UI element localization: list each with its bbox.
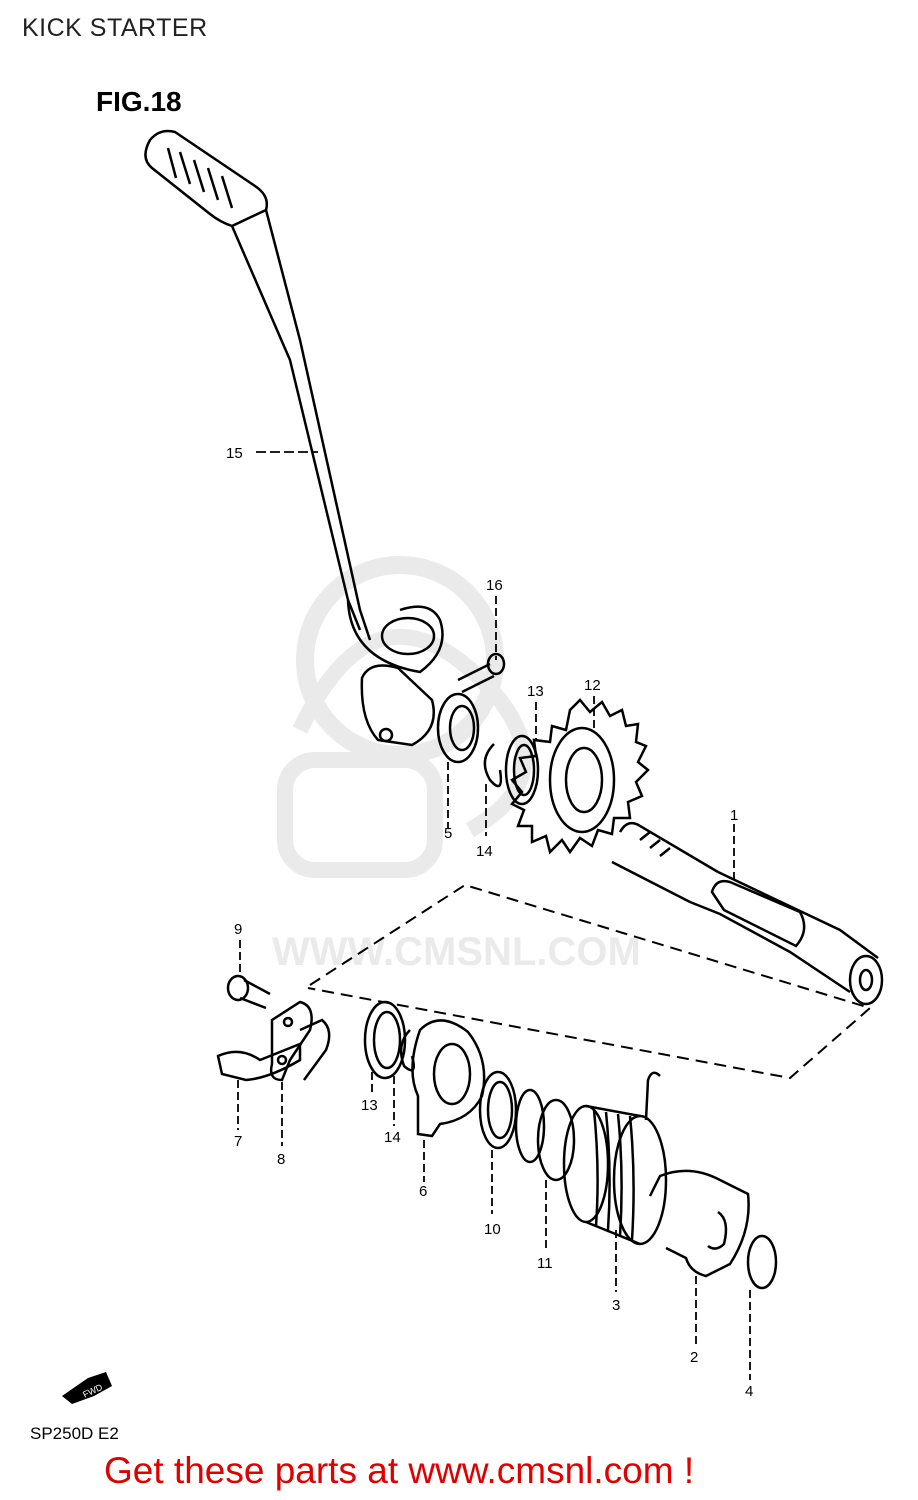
callout-1: 1 (730, 807, 738, 824)
callout-12: 12 (584, 677, 601, 694)
callouts: 15 16 13 12 1 5 14 9 7 8 13 14 6 10 11 3… (226, 445, 753, 1400)
callout-8: 8 (277, 1151, 285, 1168)
circlip-upper (483, 743, 503, 788)
guide-plate (269, 1000, 331, 1082)
callout-13-upper: 13 (527, 683, 544, 700)
washer-lower (363, 1000, 407, 1080)
spacer-11 (514, 1088, 576, 1182)
fwd-arrow-icon: FWD (62, 1372, 112, 1404)
callout-3: 3 (612, 1297, 620, 1314)
callout-4: 4 (745, 1383, 753, 1400)
callout-11: 11 (537, 1255, 553, 1272)
kick-drive (411, 1019, 486, 1138)
callout-16: 16 (486, 577, 503, 594)
callout-7: 7 (234, 1133, 242, 1150)
callout-5: 5 (444, 825, 452, 842)
leader-lines (237, 451, 751, 1380)
washer-10 (478, 1070, 518, 1150)
subassembly-dashed-outline (307, 883, 873, 1080)
kick-gear (510, 698, 650, 855)
callout-15: 15 (226, 445, 243, 462)
callout-2: 2 (690, 1349, 698, 1366)
callout-9: 9 (234, 921, 242, 938)
oil-seal (436, 692, 480, 764)
kick-guide (216, 1042, 302, 1082)
watermark-text: WWW.CMSNL.COM (272, 930, 641, 974)
figure-label: FIG.18 (96, 86, 182, 117)
callout-14-upper: 14 (476, 843, 493, 860)
callout-10: 10 (484, 1221, 501, 1238)
kick-shaft (611, 821, 884, 1006)
page-title: KICK STARTER (22, 14, 208, 42)
bolt-small (226, 974, 271, 1010)
callout-14-lower: 14 (384, 1129, 401, 1146)
cta-link[interactable]: Get these parts at www.cmsnl.com ! (104, 1450, 695, 1491)
kick-lever (144, 129, 444, 747)
return-spring (562, 1071, 668, 1246)
spring-guide (648, 1169, 750, 1278)
circlip-4 (746, 1234, 778, 1290)
bolt (457, 652, 506, 694)
callout-6: 6 (419, 1183, 427, 1200)
washer-upper (504, 734, 540, 806)
callout-13-lower: 13 (361, 1097, 378, 1114)
watermark-logo: WWW.CMSNL.COM (272, 556, 641, 974)
model-code: SP250D E2 (30, 1424, 119, 1443)
